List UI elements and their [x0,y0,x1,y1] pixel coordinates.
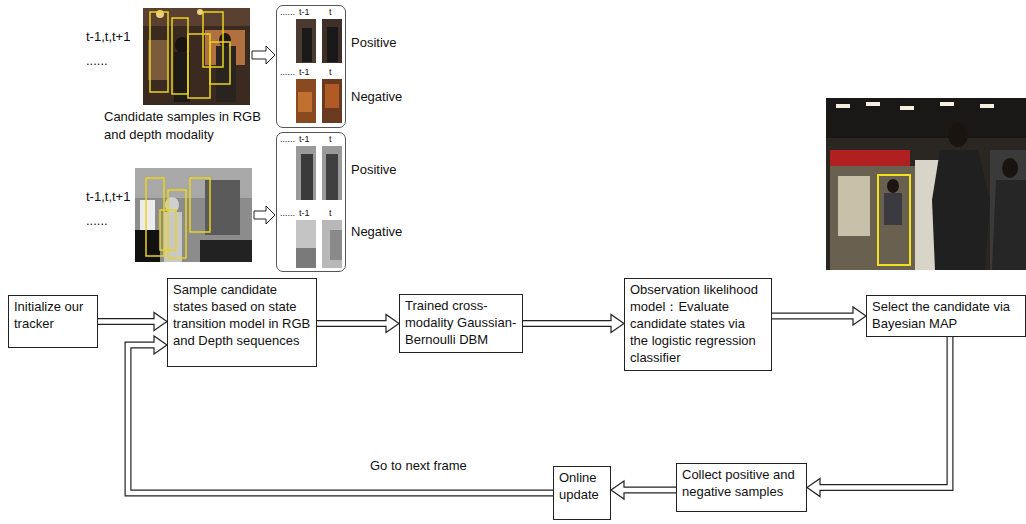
arrow-inner [622,488,676,493]
frame-label: t-1 [299,209,310,219]
process-box: Select the candidate via Bayesian MAP [866,295,1026,337]
rgb-frame [143,8,250,105]
caption-label: Candidate samples in RGB and depth modal… [104,108,276,143]
sample-panel: ......t-1tPositive......t-1tNegative [276,132,346,272]
frame-label: ...... [280,8,295,18]
flow-arrow [523,315,624,333]
frame-index-label: ...... [86,212,108,230]
frame-label: ...... [280,135,295,145]
arrow-inner [98,319,156,324]
flow-arrow [317,315,399,333]
depth-thumbnails [296,146,342,268]
flow-arrow [772,307,866,325]
flow-arrow [807,337,950,497]
box-text: Observation likelihood model：Evaluate ca… [630,282,766,366]
box-text: Sample candidate states based on state t… [173,282,311,350]
edge-label: Go to next frame [368,458,469,473]
frame-label: ...... [280,209,295,219]
arrow-inner [818,337,950,488]
process-box: Online update [553,466,611,520]
frame-arrow [252,46,275,224]
frame-label: t [329,135,332,145]
sample-class-label: Negative [351,225,402,239]
frame-label: t-1 [299,68,310,78]
arrow-inner [772,314,855,319]
arrow-outline [128,345,553,493]
rgb-thumbnails [296,19,342,123]
box-text: Collect positive and negative samples [682,467,801,501]
arrow-outline [820,337,950,488]
arrow-inner [317,321,388,326]
flow-arrow [98,313,167,331]
frame-label: t [329,8,332,18]
arrow-inner [523,321,613,326]
frame-label: t [329,68,332,78]
sample-panel: ......t-1tPositive......t-1tNegative [276,5,346,128]
sample-class-label: Negative [351,90,402,104]
flow-arrow [611,481,676,499]
box-text: Online update [559,470,605,504]
depth-frame [135,168,252,262]
process-box: Collect positive and negative samples [676,463,807,512]
box-text: Select the candidate via Bayesian MAP [872,299,1020,333]
sample-class-label: Positive [351,163,397,177]
frame-label: t [329,209,332,219]
frame-label: ...... [280,68,295,78]
arrow-inner [128,345,553,493]
frame-index-label: ...... [86,52,108,70]
process-box: Sample candidate states based on state t… [167,278,317,367]
sample-class-label: Positive [351,36,397,50]
tracking-result-photo [826,98,1026,270]
frame-index-label: t-1,t,t+1 [86,188,130,206]
box-text: Trained cross-modality Gaussian-Bernoull… [405,298,517,349]
box-text: Initialize our tracker [14,299,92,333]
process-box: Observation likelihood model：Evaluate ca… [624,278,772,371]
process-box: Trained cross-modality Gaussian-Bernoull… [399,294,523,353]
process-box: Initialize our tracker [8,295,98,348]
frame-index-label: t-1,t,t+1 [86,28,130,46]
frame-label: t-1 [299,8,310,18]
frame-label: t-1 [299,135,310,145]
